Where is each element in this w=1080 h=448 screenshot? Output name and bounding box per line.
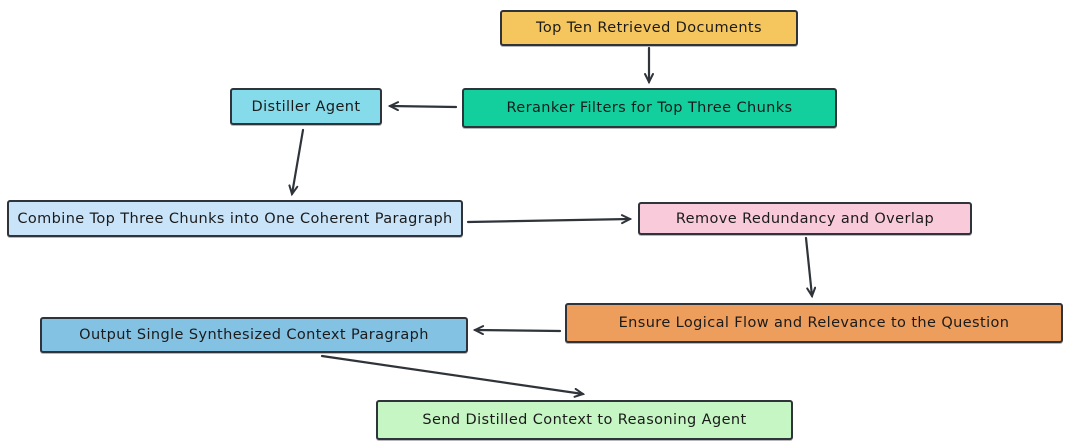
node-reranker-filters: Reranker Filters for Top Three Chunks xyxy=(462,88,837,128)
node-distiller-agent: Distiller Agent xyxy=(230,88,382,125)
node-output-synthesized-paragraph: Output Single Synthesized Context Paragr… xyxy=(40,317,468,353)
node-combine-chunks: Combine Top Three Chunks into One Cohere… xyxy=(7,200,463,237)
arrow-ensure-to-output xyxy=(472,325,562,336)
arrow-reranker-to-distiller xyxy=(387,101,458,112)
node-top-ten-retrieved-documents: Top Ten Retrieved Documents xyxy=(500,10,798,46)
node-ensure-logical-flow: Ensure Logical Flow and Relevance to the… xyxy=(565,303,1063,343)
arrow-distiller-to-combine xyxy=(288,128,305,197)
node-send-distilled-context: Send Distilled Context to Reasoning Agen… xyxy=(376,400,793,440)
node-remove-redundancy: Remove Redundancy and Overlap xyxy=(638,202,972,235)
arrow-output-to-send xyxy=(320,354,586,398)
arrow-remove-to-ensure xyxy=(804,236,817,299)
arrow-combine-to-remove xyxy=(466,214,633,225)
